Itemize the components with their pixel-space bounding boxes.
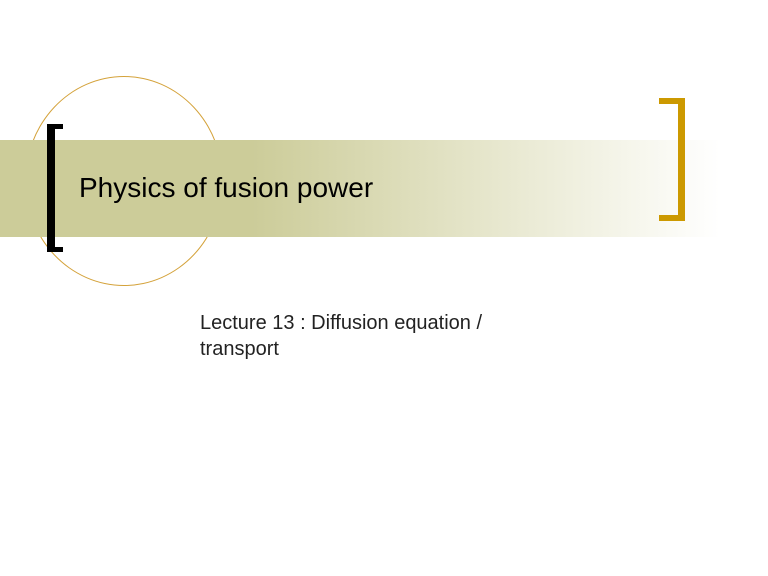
right-bracket-decoration bbox=[659, 98, 685, 221]
title-band bbox=[0, 140, 720, 237]
left-bracket-decoration bbox=[47, 124, 63, 252]
slide-title: Physics of fusion power bbox=[79, 172, 374, 203]
slide-subtitle: Lecture 13 : Diffusion equation / transp… bbox=[200, 312, 483, 360]
